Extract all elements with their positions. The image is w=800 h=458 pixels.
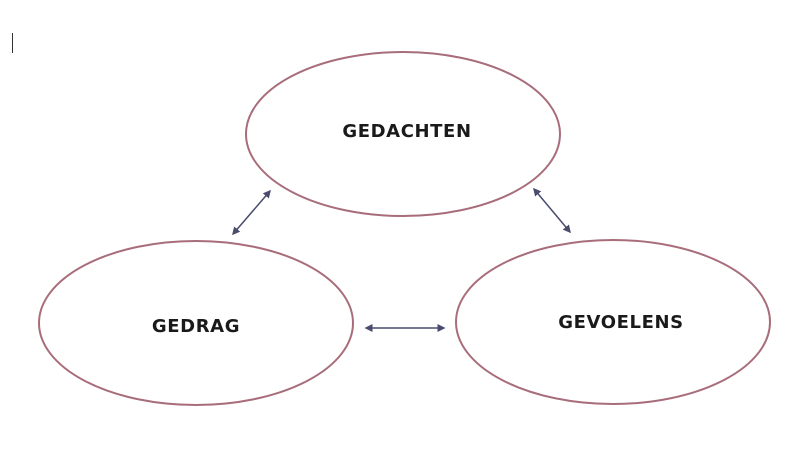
edge-gedachten-gevoelens-arrow (533, 187, 571, 234)
text-cursor (12, 33, 13, 53)
node-gedrag: GEDRAG (38, 240, 354, 406)
node-gedachten: GEDACHTEN (245, 51, 561, 217)
node-label-gedrag: GEDRAG (152, 316, 240, 337)
node-label-gedachten: GEDACHTEN (342, 121, 471, 142)
node-gevoelens: GEVOELENS (455, 239, 771, 405)
node-label-gevoelens: GEVOELENS (558, 312, 683, 333)
edge-gedachten-gedrag-arrow (232, 189, 271, 236)
